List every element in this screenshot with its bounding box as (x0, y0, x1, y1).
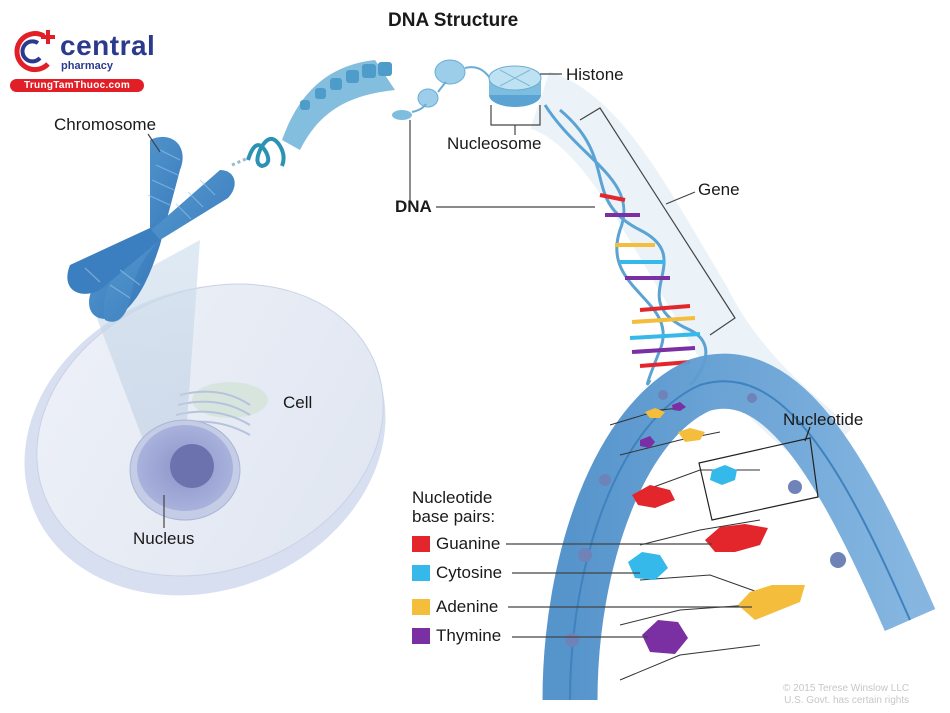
legend-heading: Nucleotide base pairs: (412, 488, 495, 526)
logo-brand-text: central (60, 30, 156, 61)
legend-label-thymine: Thymine (436, 626, 502, 645)
legend-label-cytosine: Cytosine (436, 563, 503, 582)
legend-swatch-guanine (412, 536, 430, 552)
legend-swatch-cytosine (412, 565, 430, 581)
histone-illustration (488, 65, 542, 107)
dna-arch (542, 353, 936, 701)
copyright-line2: U.S. Govt. has certain rights (784, 695, 910, 706)
chromatin-fiber (231, 59, 496, 169)
label-nucleotide: Nucleotide (783, 410, 864, 429)
label-histone: Histone (566, 65, 624, 84)
label-cell: Cell (283, 393, 313, 412)
logo-url-pill[interactable]: TrungTamThuoc.com (10, 79, 144, 92)
legend-heading-line2: base pairs: (412, 507, 496, 526)
legend-label-adenine: Adenine (436, 597, 499, 616)
legend-swatch-adenine (412, 599, 430, 615)
logo-mark-icon (14, 30, 55, 73)
chromosome-illustration (67, 136, 235, 322)
diagram-title: DNA Structure (388, 10, 519, 31)
legend-heading-line1: Nucleotide (412, 488, 493, 507)
nucleus-illustration (129, 419, 241, 521)
brand-logo[interactable] (0, 20, 150, 100)
logo-subtitle: pharmacy (61, 60, 113, 72)
label-nucleosome: Nucleosome (447, 134, 542, 153)
legend-label-guanine: Guanine (436, 534, 501, 553)
copyright-notice: © 2015 Terese Winslow LLC U.S. Govt. has… (783, 683, 909, 707)
label-gene: Gene (698, 180, 740, 199)
leader-lines (147, 73, 752, 638)
copyright-line1: © 2015 Terese Winslow LLC (783, 683, 910, 694)
label-nucleus: Nucleus (133, 529, 195, 548)
label-dna: DNA (395, 197, 432, 216)
label-chromosome: Chromosome (54, 115, 157, 134)
legend-swatch-thymine (412, 628, 430, 644)
